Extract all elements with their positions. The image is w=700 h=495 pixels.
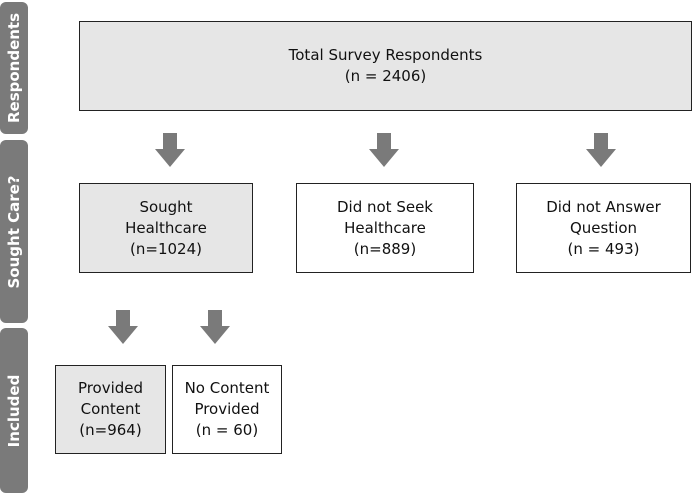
arrow-down-icon [369, 133, 399, 167]
total-respondents-count: (n = 2406) [344, 67, 427, 85]
provided-content-count: (n=964) [79, 421, 142, 439]
sought-healthcare-box: Sought Healthcare (n=1024) [79, 183, 253, 273]
did-not-answer-line2: Question [569, 218, 638, 237]
no-content-box: No Content Provided (n = 60) [172, 365, 282, 454]
provided-content-box: Provided Content (n=964) [55, 365, 166, 454]
arrow-down-icon [586, 133, 616, 167]
provided-content-line1: Provided [77, 379, 144, 397]
stage-label-sought-care: Sought Care? [0, 140, 28, 323]
did-not-seek-count: (n=889) [353, 239, 417, 258]
stage-label-included: Included [0, 328, 28, 493]
stage-label-sought-care-text: Sought Care? [5, 175, 23, 288]
did-not-answer-box: Did not Answer Question (n = 493) [516, 183, 691, 273]
no-content-count: (n = 60) [195, 421, 259, 439]
provided-content-line2: Content [80, 400, 141, 418]
sought-healthcare-line1: Sought [139, 197, 193, 216]
no-content-line1: No Content [184, 379, 270, 397]
total-respondents-box: Total Survey Respondents (n = 2406) [79, 21, 692, 111]
no-content-line2: Provided [194, 400, 260, 418]
arrow-down-icon [155, 133, 185, 167]
arrow-down-icon [200, 310, 230, 344]
did-not-answer-count: (n = 493) [567, 239, 640, 258]
did-not-seek-line1: Did not Seek [336, 197, 433, 216]
sought-healthcare-line2: Healthcare [125, 218, 207, 237]
total-respondents-title: Total Survey Respondents [288, 46, 483, 64]
stage-label-respondents-text: Respondents [5, 12, 23, 124]
did-not-answer-line1: Did not Answer [546, 197, 661, 216]
did-not-seek-box: Did not Seek Healthcare (n=889) [296, 183, 474, 273]
sought-healthcare-count: (n=1024) [130, 239, 202, 258]
stage-label-included-text: Included [5, 374, 23, 447]
arrow-down-icon [108, 310, 138, 344]
stage-label-respondents: Respondents [0, 2, 28, 134]
did-not-seek-line2: Healthcare [344, 218, 426, 237]
